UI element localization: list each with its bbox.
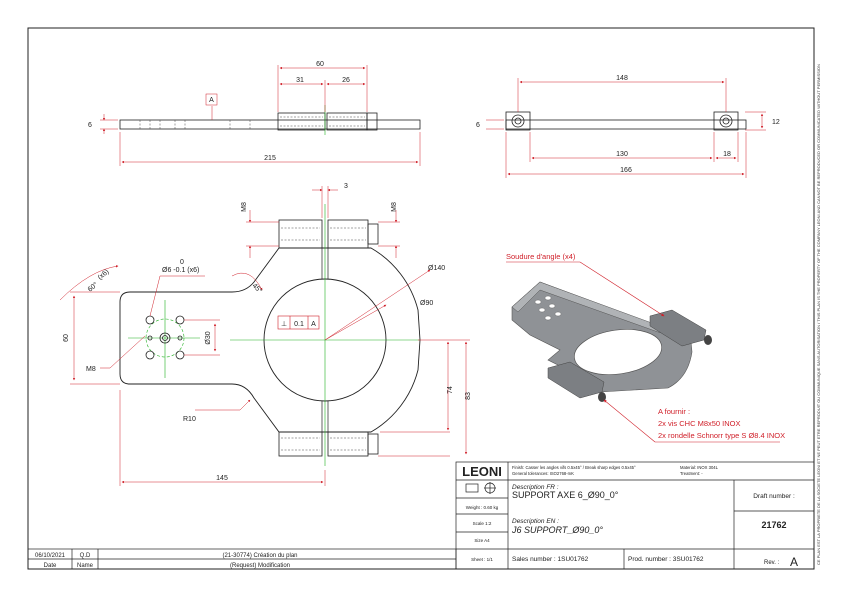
top-dim-215: 215 [264,155,276,162]
dim-height-60: 60 [63,334,70,342]
title-block [455,461,815,570]
dim-thread-hole: M8 [86,366,96,373]
supply-title: A fournir : [658,407,690,416]
draft-label: Draft number : [753,493,795,500]
supply-item-2: 2x rondelle Schnorr type S Ø8.4 INOX [658,431,785,440]
prod-number: Prod. number : 3SU01762 [628,556,704,563]
dim-thread-right: M8 [391,202,398,212]
dim-v1: 74 [447,386,454,394]
desc-fr: SUPPORT AXE 6_Ø90_0° [512,490,619,500]
dim-radius: R10 [183,416,196,423]
top-dim-60: 60 [316,61,324,68]
paper-size: Size A4 [474,538,490,543]
dim-inner-pcd: Ø30 [205,331,212,344]
hdr-request: (Request) Modification [230,563,290,569]
rev-request: (21-30774) Création du plan [222,553,297,559]
dim-hole-dia: Ø6 -0.1 (x6) [162,267,199,274]
tol-datum: A [311,321,316,328]
rev-label: Rev. : [764,560,780,566]
dim-length-145: 145 [216,475,228,482]
desc-fr-label: Description FR : [512,484,559,491]
dim-hole-count: (x6) [97,268,111,281]
hdr-name: Name [77,563,94,569]
dim-angle-holes: 60° [86,280,99,293]
top-dim-6: 6 [88,122,92,129]
sheet-border [27,27,815,570]
datum-label: A [209,97,214,104]
side-note: CE PLAN EST LA PROPRIETE DE LA SOCIETE L… [816,64,821,565]
scale: Scale 1:2 [473,521,492,526]
tol-symbol: ⊥ [281,321,287,328]
rev-date: 06/10/2021 [35,553,66,559]
right-dim-12: 12 [772,119,780,126]
company-logo: LEONI [462,464,502,479]
dim-bore-dia: Ø90 [420,300,433,307]
top-view: 60 31 26 215 6 A [88,61,421,166]
front-view: ⊥ 0.1 A 3 M8 M8 60° (x6) 0 Ø6 -0.1 (x6) … [59,183,472,486]
right-dim-148: 148 [616,75,628,82]
sheet-number: Sheet : 1/1 [471,557,493,562]
dim-zero: 0 [180,259,184,266]
right-dim-166: 166 [620,167,632,174]
weight: Weight : 0.60 kg [466,505,499,510]
revision-table [27,548,457,570]
weld-note: Soudure d'angle (x4) [506,252,576,261]
dim-slot-3: 3 [344,183,348,190]
sales-number: Sales number : 1SU01762 [512,556,589,563]
right-view: 148 130 18 166 6 12 [476,75,780,178]
desc-en: J6 SUPPORT_Ø90_0° [511,525,603,535]
tolerance-note: General tolerances: ISO2768-mK [512,471,574,476]
tol-value: 0.1 [294,321,304,328]
treatment-note: Treatment: - [680,471,703,476]
finish-note: Finish: Casser les angles vifs 0.5x45° /… [512,465,636,470]
supply-item-1: 2x vis CHC M8x50 INOX [658,419,741,428]
draft-number: 21762 [761,520,786,530]
right-dim-130: 130 [616,151,628,158]
right-dim-6: 6 [476,122,480,129]
desc-en-label: Description EN : [512,518,559,525]
hdr-date: Date [44,563,57,569]
rev-value: A [790,555,798,569]
right-dim-18: 18 [723,151,731,158]
top-dim-26: 26 [342,77,350,84]
rev-name: Q.D [80,553,91,559]
dim-v2: 83 [465,392,472,400]
iso-view: Soudure d'angle (x4) A fournir : 2x vis … [506,252,785,443]
dim-outer-dia: Ø140 [428,265,445,272]
top-dim-31: 31 [296,77,304,84]
material-note: Material: INOX 304L [680,465,719,470]
dim-thread-left: M8 [241,202,248,212]
